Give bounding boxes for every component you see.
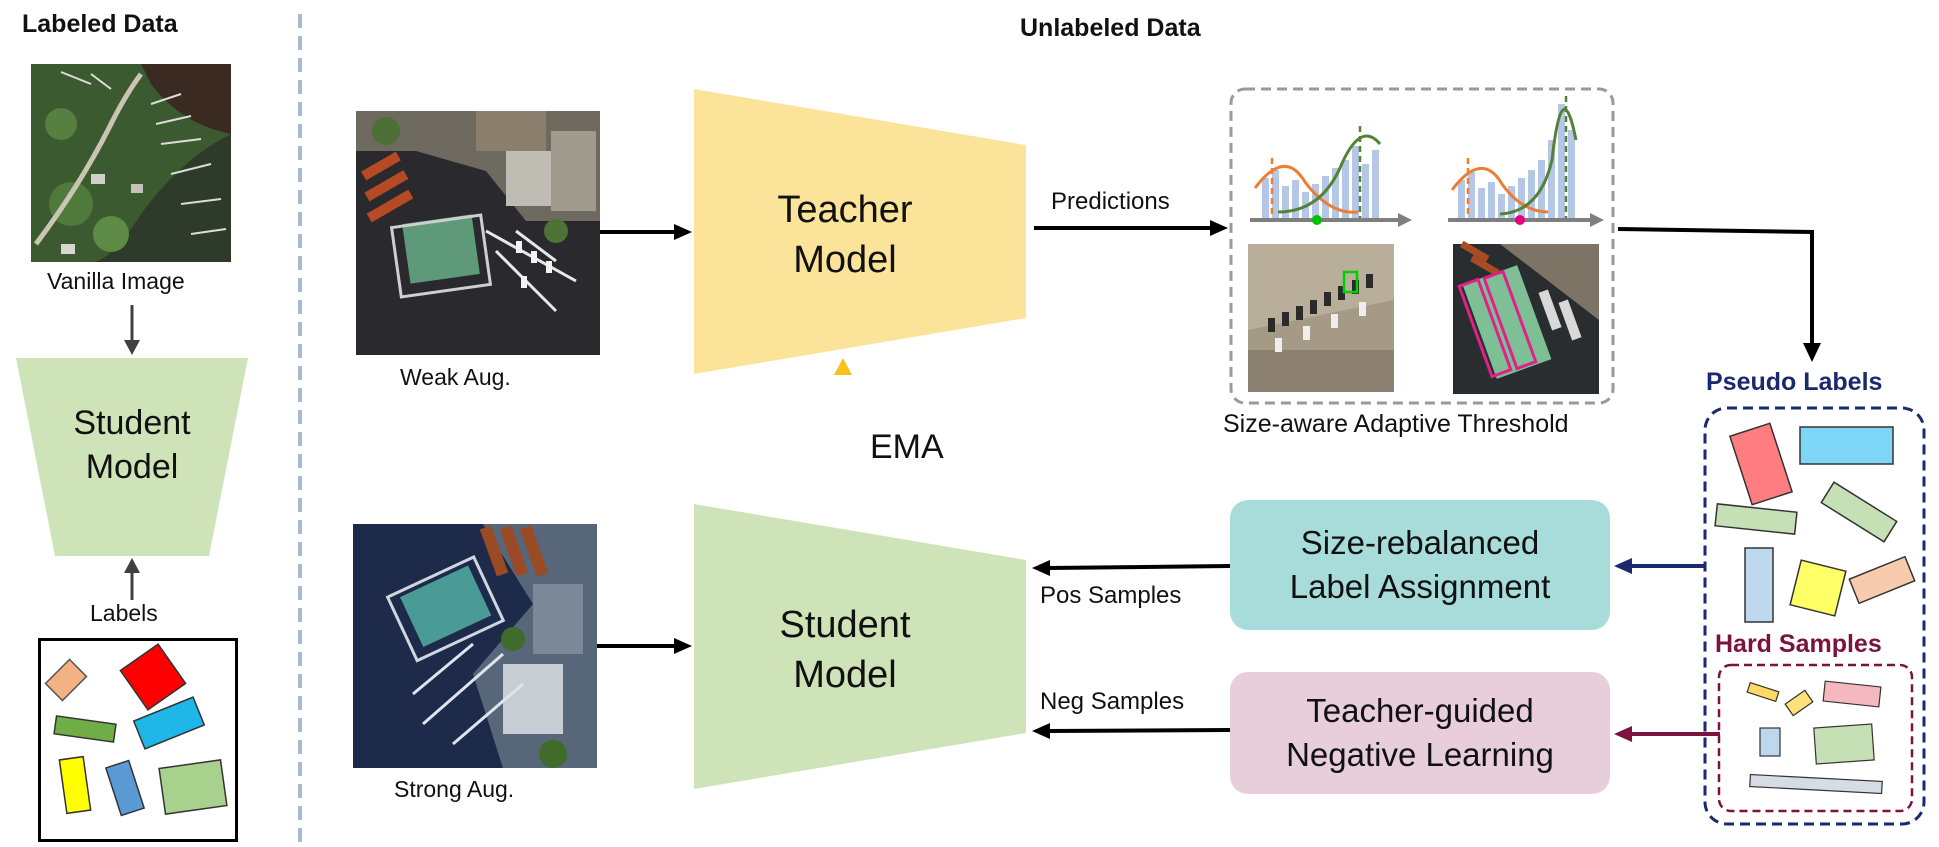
threshold-photo-1	[1248, 244, 1394, 392]
labels-to-student-arrowhead	[124, 558, 140, 573]
teacher-line2: Model	[793, 239, 897, 281]
hard-to-guided-arrowhead	[1614, 726, 1632, 742]
left-student-model-shape	[16, 358, 248, 556]
left-student-line1: Student	[73, 404, 191, 442]
teacher-guided-box	[1230, 672, 1610, 794]
pos-samples-arrow	[1047, 564, 1231, 570]
label-rect-red	[119, 643, 187, 711]
student-model-label: Student Model	[740, 595, 950, 705]
pseudo-labels-title: Pseudo Labels	[1706, 368, 1883, 396]
weak-to-teacher-arrowhead	[674, 224, 692, 240]
size-rebalanced-line2: Label Assignment	[1289, 568, 1551, 605]
hard-samples-container	[1717, 663, 1914, 813]
pseudo-rect-red	[1728, 422, 1794, 506]
ema-arrowhead	[834, 358, 852, 375]
teacher-guided-line1: Teacher-guided	[1306, 692, 1534, 729]
pseudo-to-rebalanced-arrowhead	[1614, 558, 1632, 574]
predictions-label: Predictions	[1051, 188, 1170, 215]
pseudo-rect-yellow	[1789, 559, 1847, 617]
pos-samples-arrowhead	[1032, 560, 1050, 576]
teacher-guided-line2: Negative Learning	[1286, 736, 1554, 773]
label-rect-blue	[104, 759, 146, 817]
predictions-arrowhead	[1210, 220, 1228, 236]
hard-rect-pink	[1822, 680, 1882, 708]
student-line2: Model	[793, 654, 897, 696]
teacher-line1: Teacher	[777, 189, 913, 231]
label-rect-lightgreen	[158, 759, 228, 815]
size-rebalanced-line1: Size-rebalanced	[1300, 524, 1540, 561]
label-rect-yellow	[58, 755, 92, 815]
threshold-to-pseudo-arrow	[1617, 227, 1814, 345]
pseudo-labels-container	[1703, 406, 1926, 826]
threshold-chart-1	[1250, 126, 1412, 227]
labels-caption: Labels	[90, 600, 158, 626]
strong-to-student-arrowhead	[674, 638, 692, 654]
labels-box	[38, 638, 238, 842]
left-student-line2: Model	[85, 448, 179, 486]
strong-aug-caption: Strong Aug.	[394, 776, 515, 802]
threshold-photo-2	[1453, 240, 1599, 394]
neg-samples-arrow	[1047, 728, 1231, 733]
hard-rect-blue	[1759, 727, 1781, 757]
labeled-data-title: Labeled Data	[22, 10, 178, 38]
label-rect-green	[53, 715, 117, 743]
unlabeled-data-title: Unlabeled Data	[1020, 14, 1201, 42]
hard-rect-gray	[1749, 773, 1883, 795]
threshold-caption: Size-aware Adaptive Threshold	[1223, 410, 1569, 438]
weak-aug-image	[356, 111, 600, 355]
pseudo-rect-blue	[1744, 547, 1774, 623]
pos-samples-label: Pos Samples	[1040, 582, 1182, 609]
label-rect-cyan	[132, 696, 206, 750]
vanilla-image-caption: Vanilla Image	[47, 268, 185, 294]
hard-samples-title: Hard Samples	[1715, 630, 1882, 658]
neg-samples-arrowhead	[1032, 723, 1050, 739]
hard-rect-green	[1813, 723, 1875, 765]
vanilla-to-student-arrowhead	[124, 340, 140, 355]
vanilla-image	[31, 64, 231, 262]
pseudo-rect-green	[1714, 503, 1798, 535]
threshold-chart-2	[1448, 96, 1604, 227]
neg-samples-label: Neg Samples	[1040, 688, 1185, 715]
labeled-flow-graphics	[16, 305, 248, 600]
size-rebalanced-label: Size-rebalanced Label Assignment	[1230, 500, 1610, 630]
student-model-shape	[694, 504, 1026, 789]
pseudo-rect-peach	[1848, 555, 1916, 605]
threshold-to-pseudo-arrowhead	[1803, 343, 1821, 362]
size-rebalanced-box	[1230, 500, 1610, 630]
strong-aug-image	[353, 524, 597, 768]
teacher-model-label: Teacher Model	[740, 180, 950, 290]
hard-rect-yellow1	[1746, 681, 1780, 703]
section-divider	[298, 14, 302, 847]
teacher-guided-label: Teacher-guided Negative Learning	[1230, 672, 1610, 794]
ema-label: EMA	[870, 428, 944, 466]
threshold-box	[1229, 87, 1615, 405]
teacher-model-shape	[694, 89, 1026, 374]
left-student-model-label: Student Model	[55, 395, 209, 495]
hard-rect-yellow2	[1784, 689, 1814, 717]
pseudo-rect-lightgreen2	[1820, 481, 1898, 543]
pseudo-rect-cyan	[1799, 426, 1894, 465]
label-rect-orange	[44, 658, 88, 702]
student-line1: Student	[779, 604, 911, 646]
weak-aug-caption: Weak Aug.	[400, 364, 511, 390]
